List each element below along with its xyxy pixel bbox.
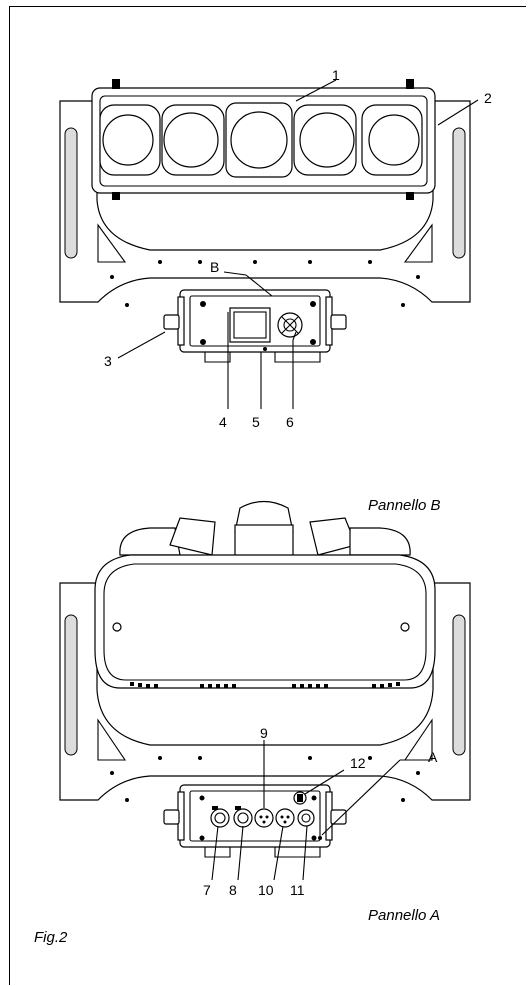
leader-lines-top xyxy=(117,79,479,409)
connector-7 xyxy=(210,806,230,828)
right-handle xyxy=(452,127,466,259)
display xyxy=(229,307,271,343)
label-1: 1 xyxy=(332,67,340,83)
label-5: 5 xyxy=(252,414,260,430)
label-b: B xyxy=(210,259,219,275)
label-10: 10 xyxy=(258,882,274,898)
leader-lines-back xyxy=(211,740,425,881)
label-3: 3 xyxy=(104,353,112,369)
fuse-12 xyxy=(293,791,307,805)
yoke-back xyxy=(59,582,471,801)
back-cover xyxy=(94,554,436,689)
back-view xyxy=(59,500,471,858)
lens-4 xyxy=(293,104,357,176)
connector-10 xyxy=(275,808,295,828)
lens-2 xyxy=(161,104,225,176)
front-view xyxy=(59,79,471,363)
side-bolt-left xyxy=(163,314,180,330)
lens-5 xyxy=(361,104,423,176)
label-9: 9 xyxy=(260,725,268,741)
label-4: 4 xyxy=(219,414,227,430)
caption-panel-a: Pannello A xyxy=(368,907,440,924)
left-handle xyxy=(64,127,78,259)
caption-figure: Fig.2 xyxy=(34,929,68,946)
label-8: 8 xyxy=(229,882,237,898)
connector-8 xyxy=(233,806,253,828)
connector-9 xyxy=(254,808,274,828)
label-7: 7 xyxy=(203,882,211,898)
lens-3 xyxy=(225,102,293,178)
lens-1 xyxy=(99,104,161,176)
label-a: A xyxy=(428,749,438,765)
label-11: 11 xyxy=(290,882,305,898)
connector-11 xyxy=(297,809,315,827)
figure-frame xyxy=(9,6,526,985)
caption-panel-b: Pannello B xyxy=(368,497,441,514)
label-6: 6 xyxy=(286,414,294,430)
yoke-left-arm xyxy=(59,100,471,303)
label-12: 12 xyxy=(350,755,366,771)
label-2: 2 xyxy=(484,90,492,106)
